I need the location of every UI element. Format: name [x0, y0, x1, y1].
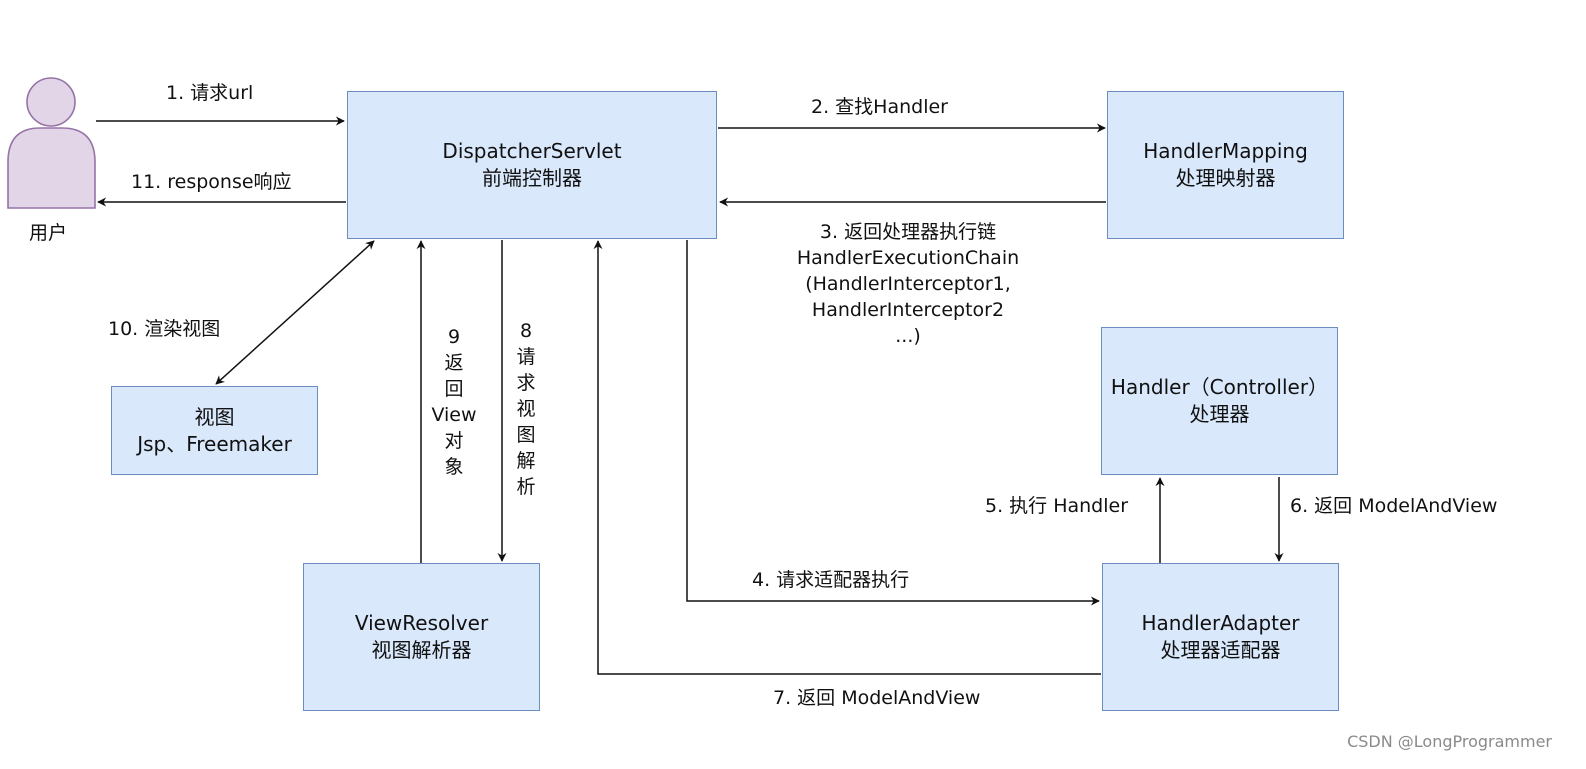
handler-title: Handler（Controller） [1110, 375, 1329, 399]
step-6-label: 6. 返回 ModelAndView [1290, 495, 1498, 517]
step-8-label: 8 请 求 视 图 解 析 [496, 318, 556, 500]
step-7-label: 7. 返回 ModelAndView [773, 687, 981, 709]
step-3-label: 3. 返回处理器执行链 HandlerExecutionChain (Handl… [758, 219, 1058, 349]
view-subtitle: Jsp、Freemaker [137, 431, 292, 456]
step-3-line: (HandlerInterceptor1, [805, 273, 1011, 295]
step-2-label: 2. 查找Handler [811, 96, 948, 118]
arrow-step-4 [686, 240, 1100, 606]
step-9-char: 9 [447, 326, 461, 348]
view-title: 视图 [194, 404, 235, 429]
dispatcher-servlet-box[interactable]: DispatcherServlet 前端控制器 [347, 91, 717, 239]
step-3-line: 3. 返回处理器执行链 [819, 221, 997, 243]
step-8-char: 请 [516, 346, 536, 368]
step-3-line: HandlerInterceptor2 [811, 299, 1005, 321]
step-9-label: 9 返 回 View 对 象 [424, 324, 484, 480]
step-8-char: 求 [516, 372, 536, 394]
view-resolver-box[interactable]: ViewResolver 视图解析器 [303, 563, 540, 711]
arrow-step-7 [593, 240, 1101, 675]
step-8-char: 视 [516, 398, 536, 420]
step-9-char: 回 [444, 378, 464, 400]
step-8-char: 8 [519, 320, 533, 342]
step-8-char: 图 [516, 424, 536, 446]
view-resolver-title: ViewResolver [354, 611, 489, 635]
step-9-char: 对 [444, 430, 464, 452]
user-icon [7, 77, 96, 209]
handler-adapter-box[interactable]: HandlerAdapter 处理器适配器 [1102, 563, 1339, 711]
view-resolver-subtitle: 视图解析器 [371, 638, 472, 662]
step-10-label: 10. 渲染视图 [108, 318, 221, 340]
step-9-char: 返 [444, 352, 464, 374]
handler-mapping-subtitle: 处理映射器 [1175, 166, 1276, 190]
step-11-label: 11. response响应 [131, 171, 292, 193]
step-1-label: 1. 请求url [166, 82, 254, 104]
step-9-char: View [431, 404, 477, 426]
handler-adapter-subtitle: 处理器适配器 [1160, 638, 1281, 662]
handler-box[interactable]: Handler（Controller） 处理器 [1101, 327, 1338, 475]
handler-mapping-box[interactable]: HandlerMapping 处理映射器 [1107, 91, 1344, 239]
handler-subtitle: 处理器 [1189, 402, 1250, 426]
handler-adapter-title: HandlerAdapter [1141, 611, 1300, 635]
watermark: CSDN @LongProgrammer [1347, 732, 1552, 751]
handler-mapping-title: HandlerMapping [1143, 139, 1308, 163]
dispatcher-servlet-subtitle: 前端控制器 [482, 166, 582, 190]
step-3-line: ...) [895, 325, 921, 347]
step-3-line: HandlerExecutionChain [796, 247, 1020, 269]
step-8-char: 析 [516, 476, 536, 498]
view-box[interactable]: 视图 Jsp、Freemaker [111, 386, 318, 475]
step-8-char: 解 [516, 450, 536, 472]
dispatcher-servlet-title: DispatcherServlet [442, 139, 622, 163]
step-9-char: 象 [444, 456, 464, 478]
step-4-label: 4. 请求适配器执行 [752, 569, 910, 591]
user-label: 用户 [29, 222, 68, 244]
arrow-step-10 [215, 240, 375, 385]
step-5-label: 5. 执行 Handler [985, 495, 1129, 517]
